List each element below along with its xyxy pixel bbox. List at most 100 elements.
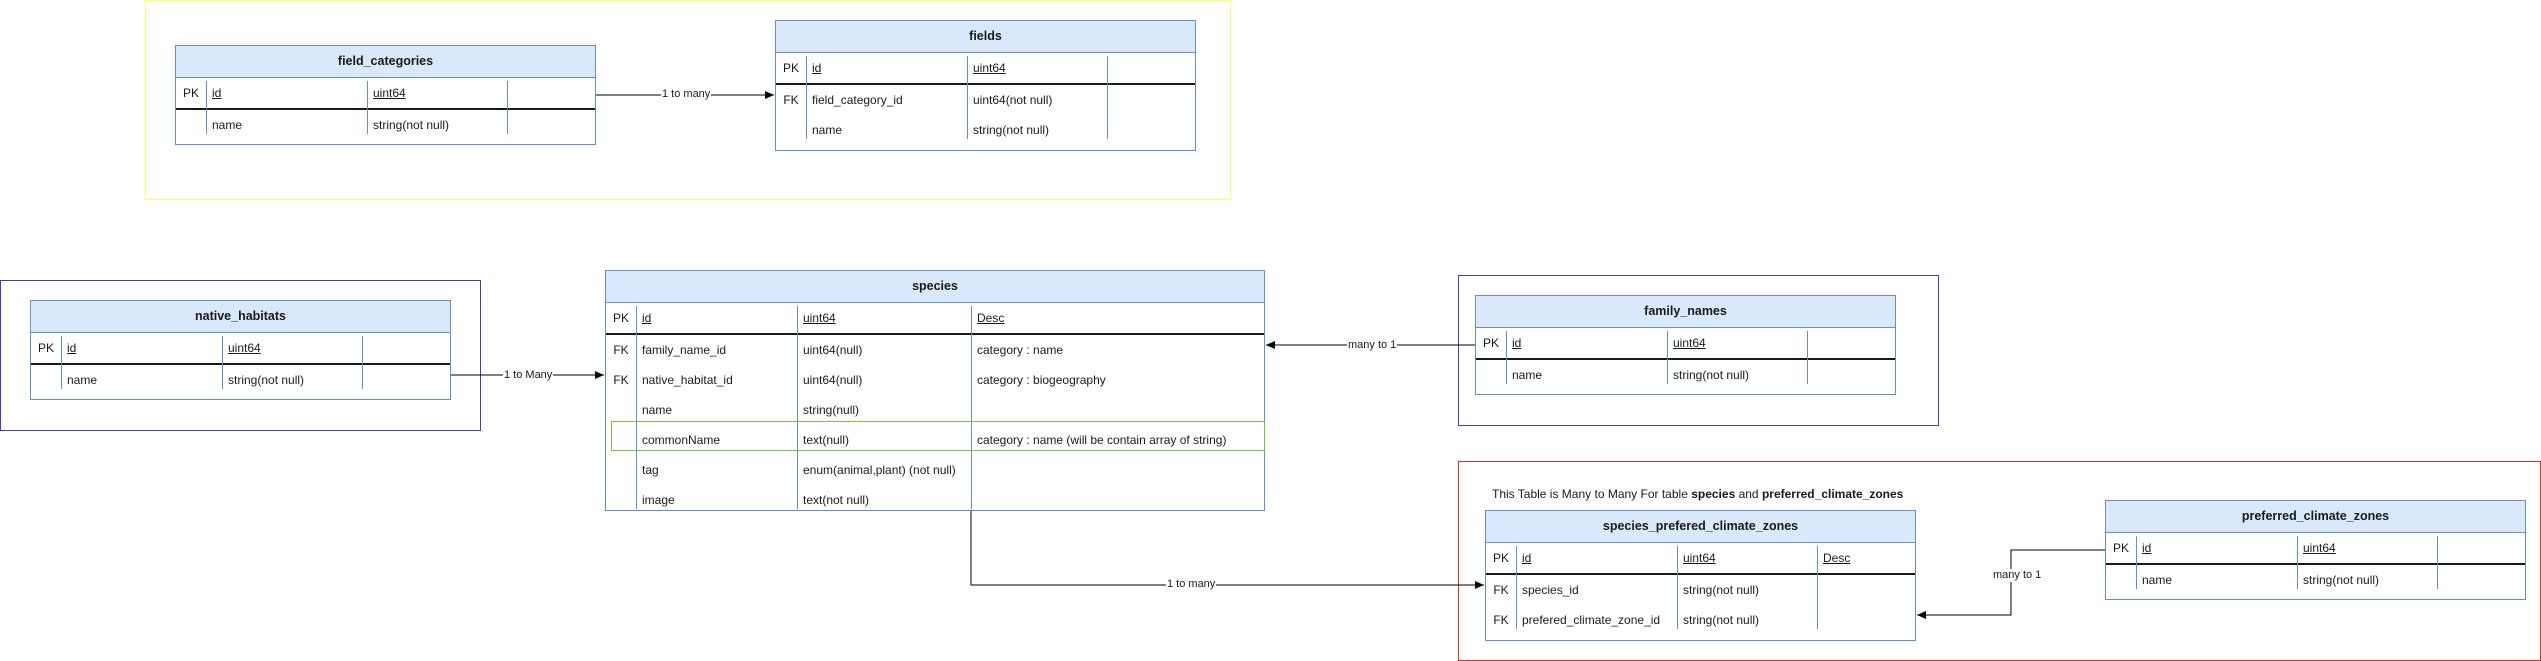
key-cell: PK — [612, 311, 629, 325]
column-type-cell: string(not null) — [2303, 573, 2380, 587]
column-name-cell: id — [67, 341, 77, 355]
column-name-cell: prefered_climate_zone_id — [1522, 613, 1661, 627]
note-table-b: preferred_climate_zones — [1761, 487, 1904, 501]
column-divider — [1667, 331, 1668, 384]
table-row[interactable]: name string(not null) — [2106, 565, 2525, 595]
key-cell: PK — [37, 341, 54, 355]
column-type-cell: uint64(null) — [803, 373, 863, 387]
column-name-cell: name — [2142, 573, 2173, 587]
column-name-cell: id — [212, 86, 222, 100]
column-divider — [206, 81, 207, 134]
column-divider — [1516, 546, 1517, 629]
column-type-cell: string(null) — [803, 403, 860, 417]
relation-label-family-species: many to 1 — [1347, 339, 1398, 352]
column-type-cell: text(null) — [803, 433, 850, 447]
column-desc-cell: Desc — [977, 311, 1005, 325]
column-type-cell: string(not null) — [1673, 368, 1750, 382]
column-divider — [1677, 546, 1678, 629]
key-cell: PK — [782, 61, 799, 75]
column-divider — [362, 336, 363, 389]
column-divider — [507, 81, 508, 134]
column-desc-cell: category : name (will be contain array o… — [977, 433, 1227, 447]
group-frame-fields — [145, 0, 1231, 200]
key-cell: PK — [2112, 541, 2129, 555]
column-desc-cell: category : name — [977, 343, 1064, 357]
relation-label-climate-junction: many to 1 — [1992, 569, 2043, 582]
column-divider — [806, 56, 807, 139]
column-name-cell: id — [2142, 541, 2152, 555]
column-type-cell: uint64 — [2303, 541, 2336, 555]
column-divider — [2297, 536, 2298, 589]
column-divider — [2136, 536, 2137, 589]
primary-key-row[interactable]: PK id uint64 — [2106, 533, 2525, 565]
column-name-cell: native_habitat_id — [642, 373, 733, 387]
table-title: preferred_climate_zones — [2106, 501, 2525, 533]
column-type-cell: uint64 — [228, 341, 261, 355]
column-name-cell: id — [1522, 551, 1532, 565]
column-divider — [1506, 331, 1507, 384]
column-type-cell: string(not null) — [228, 373, 305, 387]
key-cell: FK — [613, 373, 629, 387]
column-name-cell: id — [1512, 336, 1522, 350]
column-divider — [1817, 546, 1818, 629]
column-type-cell: uint64(not null) — [973, 93, 1053, 107]
column-name-cell: tag — [642, 463, 659, 477]
column-name-cell: commonName — [642, 433, 721, 447]
column-type-cell: uint64(null) — [803, 343, 863, 357]
key-cell: PK — [1482, 336, 1499, 350]
column-type-cell: uint64 — [373, 86, 406, 100]
key-cell: PK — [1492, 551, 1509, 565]
column-type-cell: enum(animal,plant) (not null) — [803, 463, 956, 477]
column-type-cell: string(not null) — [373, 118, 450, 132]
group-frame-native-habitats — [0, 280, 481, 431]
column-divider — [367, 81, 368, 134]
column-divider — [2437, 536, 2438, 589]
column-divider — [971, 306, 972, 509]
column-type-cell: uint64 — [803, 311, 836, 325]
column-divider — [222, 336, 223, 389]
many-to-many-note: This Table is Many to Many For table spe… — [1492, 487, 1903, 501]
primary-key-row[interactable]: PK id uint64 — [31, 333, 450, 365]
primary-key-row[interactable]: PK id uint64 — [176, 78, 595, 110]
table-row[interactable]: commonName text(null) category : name (wil… — [606, 425, 1264, 455]
column-name-cell: id — [642, 311, 652, 325]
column-type-cell: string(not null) — [1683, 613, 1760, 627]
table-title: field_categories — [176, 46, 595, 78]
table-row[interactable]: tag enum(animal,plant) (not null) — [606, 455, 1264, 485]
key-cell: PK — [182, 86, 199, 100]
primary-key-row[interactable]: PK id uint64 Desc — [606, 303, 1264, 335]
connector-climate-to-junction — [1917, 549, 2105, 619]
column-name-cell: species_id — [1522, 583, 1579, 597]
column-name-cell: image — [642, 493, 675, 507]
table-title: family_names — [1476, 296, 1895, 328]
table-title: fields — [776, 21, 1195, 53]
table-row[interactable]: name string(not null) — [1476, 360, 1895, 390]
column-divider — [1107, 56, 1108, 139]
column-type-cell: string(not null) — [1683, 583, 1760, 597]
table-title: species_prefered_climate_zones — [1486, 511, 1915, 543]
table-row[interactable]: image text(not null) — [606, 485, 1264, 515]
column-type-cell: text(not null) — [803, 493, 870, 507]
column-name-cell: field_category_id — [812, 93, 903, 107]
group-frame-family-names — [1458, 275, 1939, 426]
column-name-cell: name — [1512, 368, 1543, 382]
